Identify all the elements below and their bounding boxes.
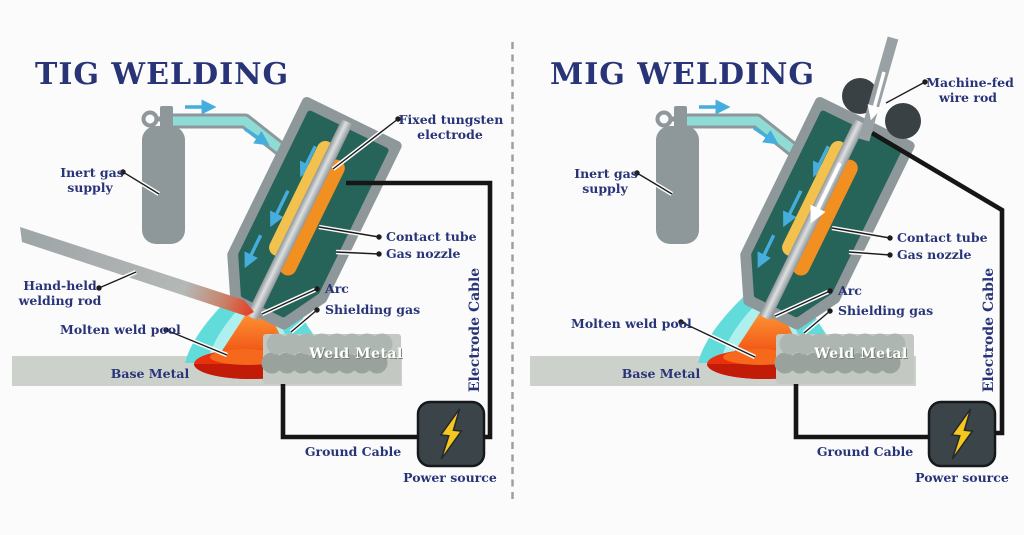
- label-electrode-cable: Electrode Cable: [981, 268, 997, 392]
- gas-flow-arrow: [757, 234, 776, 269]
- label-power-source: Power source: [403, 470, 497, 485]
- label-ground-cable: Ground Cable: [817, 444, 913, 459]
- label-inert-gas-supply: supply: [582, 181, 628, 196]
- label-weld-metal: Weld Metal: [308, 346, 403, 362]
- tig-panel: TIG WELDING Inert gas supply Fixed tungs…: [12, 57, 503, 485]
- label-contact-tube: Contact tube: [386, 229, 477, 244]
- cylinder-neck: [160, 106, 173, 130]
- label-shielding-gas: Shielding gas: [325, 302, 420, 317]
- label-fixed-tungsten-electrode: Fixed tungsten: [399, 112, 504, 127]
- label-fixed-tungsten-electrode: electrode: [417, 127, 483, 142]
- label-machine-fed-wire: wire rod: [938, 90, 997, 105]
- tig-title: TIG WELDING: [35, 57, 289, 92]
- mig-torch: [740, 97, 915, 330]
- gas-flow-arrow: [244, 127, 270, 146]
- cylinder-body: [142, 126, 185, 244]
- label-weld-metal-shadow: Weld Metal: [309, 347, 404, 363]
- tig-contact-tube: [279, 159, 345, 276]
- label-hand-held-rod: Hand-held: [23, 278, 97, 293]
- gas-flow-arrow: [783, 190, 803, 228]
- cylinder-neck: [674, 106, 687, 130]
- cylinder-valve-icon: [141, 110, 159, 128]
- gas-flow-arrow: [753, 126, 779, 145]
- gas-flow-arrow: [244, 234, 263, 269]
- lightning-bolt-icon: [950, 408, 974, 460]
- wire-feed-arrow: [810, 162, 842, 224]
- mig-electrode-cable: [870, 131, 1005, 436]
- label-arc: Arc: [324, 281, 349, 296]
- label-gas-nozzle: Gas nozzle: [386, 246, 461, 261]
- label-weld-metal: Weld Metal: [813, 346, 908, 362]
- label-weld-metal-shadow: Weld Metal: [814, 347, 909, 363]
- label-gas-nozzle: Gas nozzle: [897, 247, 972, 262]
- mig-gas-cylinder: [655, 106, 699, 244]
- feed-roller: [885, 103, 921, 139]
- wire-feed-arrow: [867, 71, 886, 121]
- label-molten-weld-pool: Molten weld pool: [571, 316, 692, 331]
- mig-leader-lines: [634, 79, 928, 359]
- lightning-bolt-icon: [439, 408, 463, 460]
- label-base-metal: Base Metal: [111, 366, 190, 381]
- label-machine-fed-wire: Machine-fed: [926, 75, 1014, 90]
- label-inert-gas-supply: Inert gas: [60, 165, 123, 180]
- label-hand-held-rod: welding rod: [18, 293, 102, 308]
- tig-electrode-cable: [346, 180, 493, 440]
- label-molten-weld-pool: Molten weld pool: [60, 322, 181, 337]
- label-shielding-gas: Shielding gas: [838, 303, 933, 318]
- label-inert-gas-supply: supply: [67, 180, 113, 195]
- label-power-source: Power source: [915, 470, 1009, 485]
- gas-flow-arrow: [270, 190, 290, 228]
- tig-hand-held-rod: [20, 227, 254, 316]
- label-arc: Arc: [837, 283, 862, 298]
- tig-gas-cylinder: [141, 106, 185, 244]
- tig-torch: [227, 97, 402, 330]
- label-inert-gas-supply: Inert gas: [574, 166, 637, 181]
- mig-wire-feeder: [842, 36, 921, 142]
- tig-ground-cable: [280, 377, 418, 440]
- tig-leader-lines: [96, 116, 401, 358]
- gas-flow-arrow: [812, 145, 830, 178]
- cylinder-valve-icon: [655, 110, 673, 128]
- label-electrode-cable: Electrode Cable: [467, 268, 483, 392]
- tig-tungsten-electrode: [246, 119, 353, 321]
- mig-title: MIG WELDING: [550, 57, 815, 92]
- mig-ground-cable: [793, 378, 929, 440]
- gas-flow-arrow: [299, 145, 317, 178]
- label-ground-cable: Ground Cable: [305, 444, 401, 459]
- label-contact-tube: Contact tube: [897, 230, 988, 245]
- mig-panel: MIG WELDING Machine-fed wire rod Inert g…: [530, 36, 1014, 485]
- cylinder-body: [656, 126, 699, 244]
- label-base-metal: Base Metal: [622, 366, 701, 381]
